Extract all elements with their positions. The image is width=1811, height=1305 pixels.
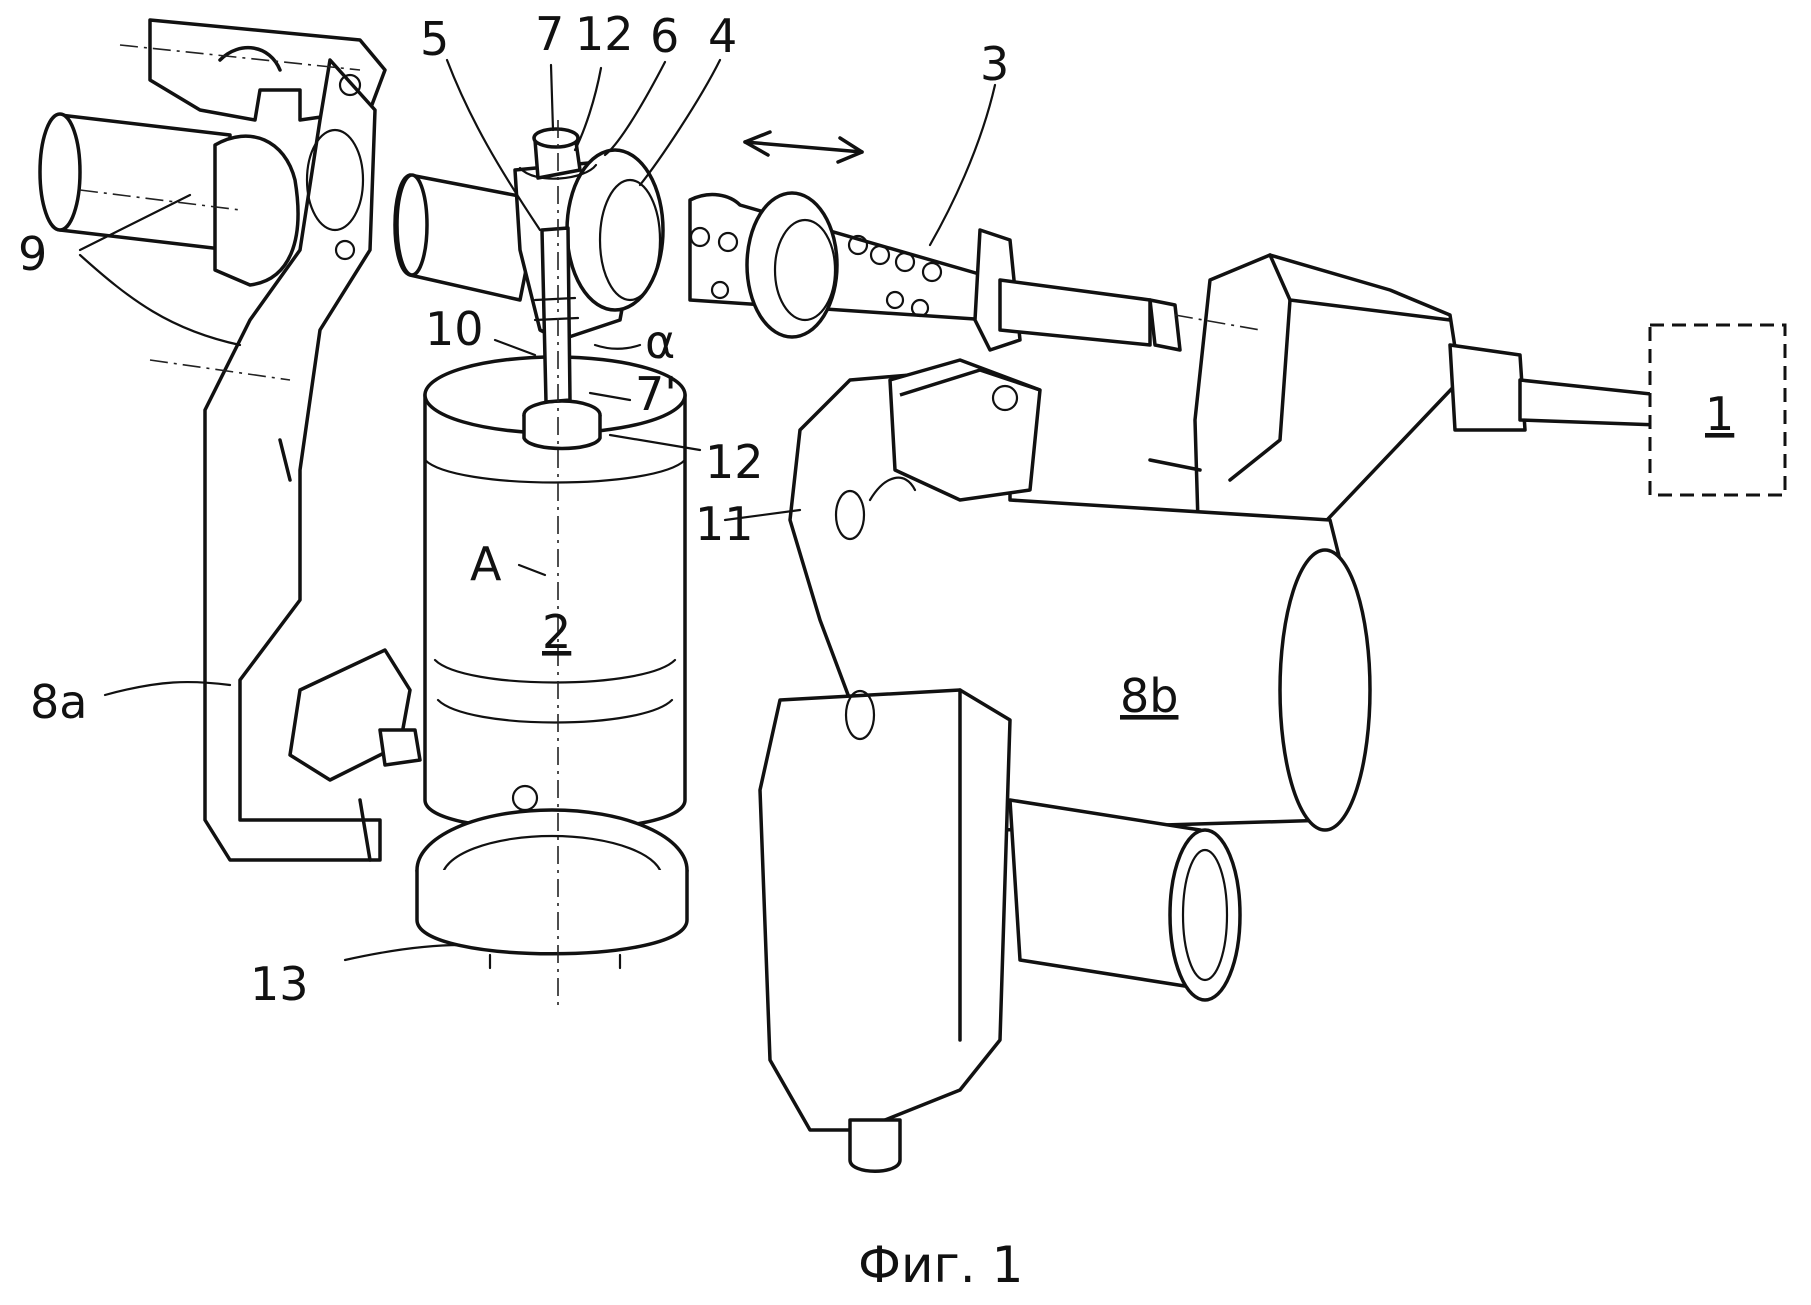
label-12-top: 12 — [575, 7, 634, 61]
label-9: 9 — [18, 227, 47, 281]
label-A: A — [470, 537, 502, 591]
linkage — [393, 127, 665, 404]
motor-mount — [288, 648, 422, 862]
label-10: 10 — [425, 302, 484, 356]
label-alpha: α — [645, 315, 675, 369]
reference-labels: 5 7 12 6 4 3 9 10 α 7' 12 11 A 2 8a 8b 1… — [18, 7, 1734, 1011]
tube-9 — [38, 73, 365, 287]
spring — [689, 226, 943, 318]
leader-lines — [78, 58, 997, 962]
motion-arrow — [743, 130, 864, 164]
label-13: 13 — [250, 957, 309, 1011]
label-2: 2 — [542, 605, 571, 659]
label-7: 7 — [535, 7, 564, 61]
bracket-8a — [148, 18, 387, 862]
cup-13 — [415, 784, 689, 970]
label-4: 4 — [708, 9, 737, 63]
label-12-bottom: 12 — [705, 435, 764, 489]
label-7-prime: 7' — [635, 367, 677, 421]
label-5: 5 — [420, 12, 449, 66]
label-8b: 8b — [1120, 669, 1178, 723]
housing-8b — [758, 358, 1372, 1173]
label-6: 6 — [650, 9, 679, 63]
center-axes — [79, 44, 1261, 1005]
label-1: 1 — [1705, 387, 1734, 441]
label-11: 11 — [695, 497, 754, 551]
label-8a: 8a — [30, 675, 87, 729]
drive-2 — [423, 355, 687, 832]
actuator-block — [1193, 253, 1662, 592]
shaft-3 — [688, 191, 1182, 352]
figure-caption: Фиг. 1 — [858, 1236, 1023, 1294]
label-3: 3 — [980, 37, 1009, 91]
box-1 — [1648, 323, 1787, 497]
